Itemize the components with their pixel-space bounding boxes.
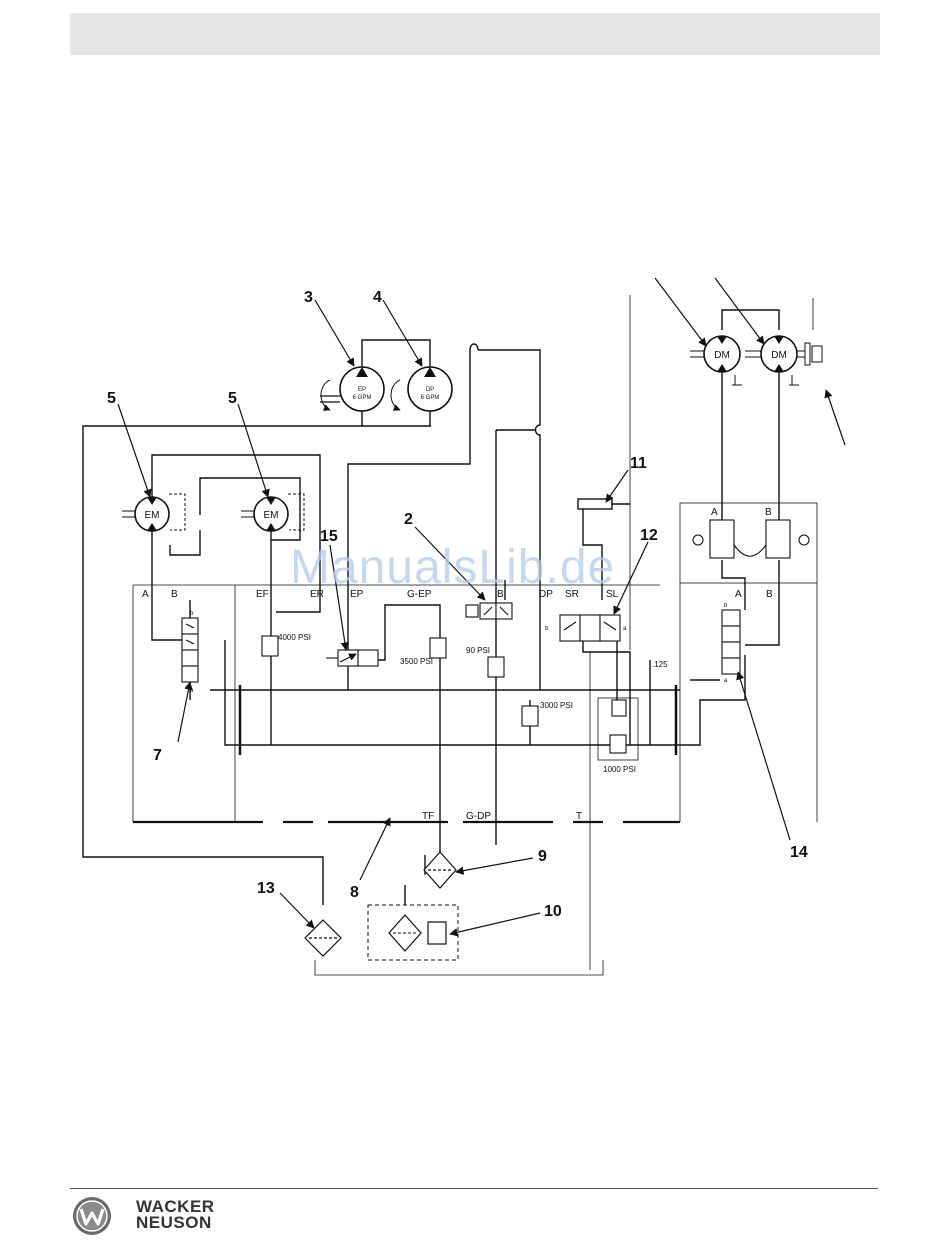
- pump-ep-flow: 6 GPM: [353, 395, 372, 401]
- valve-7: [182, 618, 198, 682]
- valve-14: [722, 610, 740, 674]
- relief-valves: [262, 636, 638, 760]
- filter-10-assembly: [368, 905, 458, 960]
- valve-15: [326, 650, 378, 666]
- motor-dm-left: DM: [690, 336, 742, 385]
- orifice-125: .125: [652, 660, 668, 669]
- motor-em-left-label: EM: [145, 510, 160, 521]
- brand-logo-icon: [72, 1196, 112, 1236]
- filter-13: [305, 920, 341, 956]
- port-ef: EF: [256, 589, 269, 600]
- motor-em-right-label: EM: [264, 510, 279, 521]
- counterbalance-block: [693, 520, 809, 558]
- callout-8: 8: [350, 884, 359, 901]
- watermark: ManualsLib.de: [290, 540, 615, 595]
- port-t: T: [576, 811, 582, 822]
- port-a-right: A: [711, 507, 718, 518]
- callout-3: 3: [304, 289, 313, 306]
- motor-em-left: EM: [122, 494, 185, 531]
- valve-2: [466, 603, 512, 619]
- psi-3000: 3000 PSI: [540, 701, 573, 710]
- pump-ep: EP 6 GPM: [320, 367, 384, 411]
- motor-em-right: EM: [241, 494, 304, 531]
- callout-12: 12: [640, 527, 658, 544]
- psi-4000: 4000 PSI: [278, 633, 311, 642]
- pump-dp: DP 6 GPM: [391, 367, 452, 411]
- footer-rule: [70, 1188, 878, 1189]
- callout-2: 2: [404, 511, 413, 528]
- callout-9: 9: [538, 848, 547, 865]
- cylinder-11: [578, 499, 630, 509]
- callout-4: 4: [373, 289, 382, 306]
- callout-14: 14: [790, 844, 808, 861]
- port-g-dp: G-DP: [466, 811, 491, 822]
- valve14-a: a: [724, 678, 728, 684]
- brand-name: WACKER NEUSON: [136, 1199, 215, 1231]
- port-a-right2: A: [735, 589, 742, 600]
- valve14-b: b: [724, 603, 728, 609]
- psi-90: 90 PSI: [466, 646, 490, 655]
- callout-10: 10: [544, 903, 562, 920]
- pump-dp-label: DP: [426, 387, 434, 393]
- callout-5a: 5: [107, 390, 116, 407]
- valve12-b: b: [545, 626, 549, 632]
- motor-dm-right: DM: [745, 336, 822, 385]
- port-b: B: [171, 589, 178, 600]
- valve12-a: a: [623, 626, 627, 632]
- pump-dp-flow: 6 GPM: [421, 395, 440, 401]
- valve7-b: b: [190, 611, 194, 617]
- psi-1000: 1000 PSI: [603, 765, 636, 774]
- port-b-right: B: [765, 507, 772, 518]
- callout-7: 7: [153, 747, 162, 764]
- psi-3500: 3500 PSI: [400, 657, 433, 666]
- valve-12: [560, 615, 620, 641]
- callout-13: 13: [257, 880, 275, 897]
- filter-9: [424, 852, 456, 888]
- callout-5b: 5: [228, 390, 237, 407]
- callout-11: 11: [630, 455, 647, 472]
- brand-line-2: NEUSON: [136, 1215, 215, 1231]
- port-b-right2: B: [766, 589, 773, 600]
- pump-ep-label: EP: [358, 387, 366, 393]
- port-tf: TF: [422, 811, 434, 822]
- port-a: A: [142, 589, 149, 600]
- motor-dm-right-label: DM: [771, 350, 787, 361]
- motor-dm-left-label: DM: [714, 350, 730, 361]
- valve7-a: a: [190, 688, 194, 694]
- callout-numbers: 3 4 5 5 15 2 11 12 7 14 13 8 9 10: [107, 289, 808, 920]
